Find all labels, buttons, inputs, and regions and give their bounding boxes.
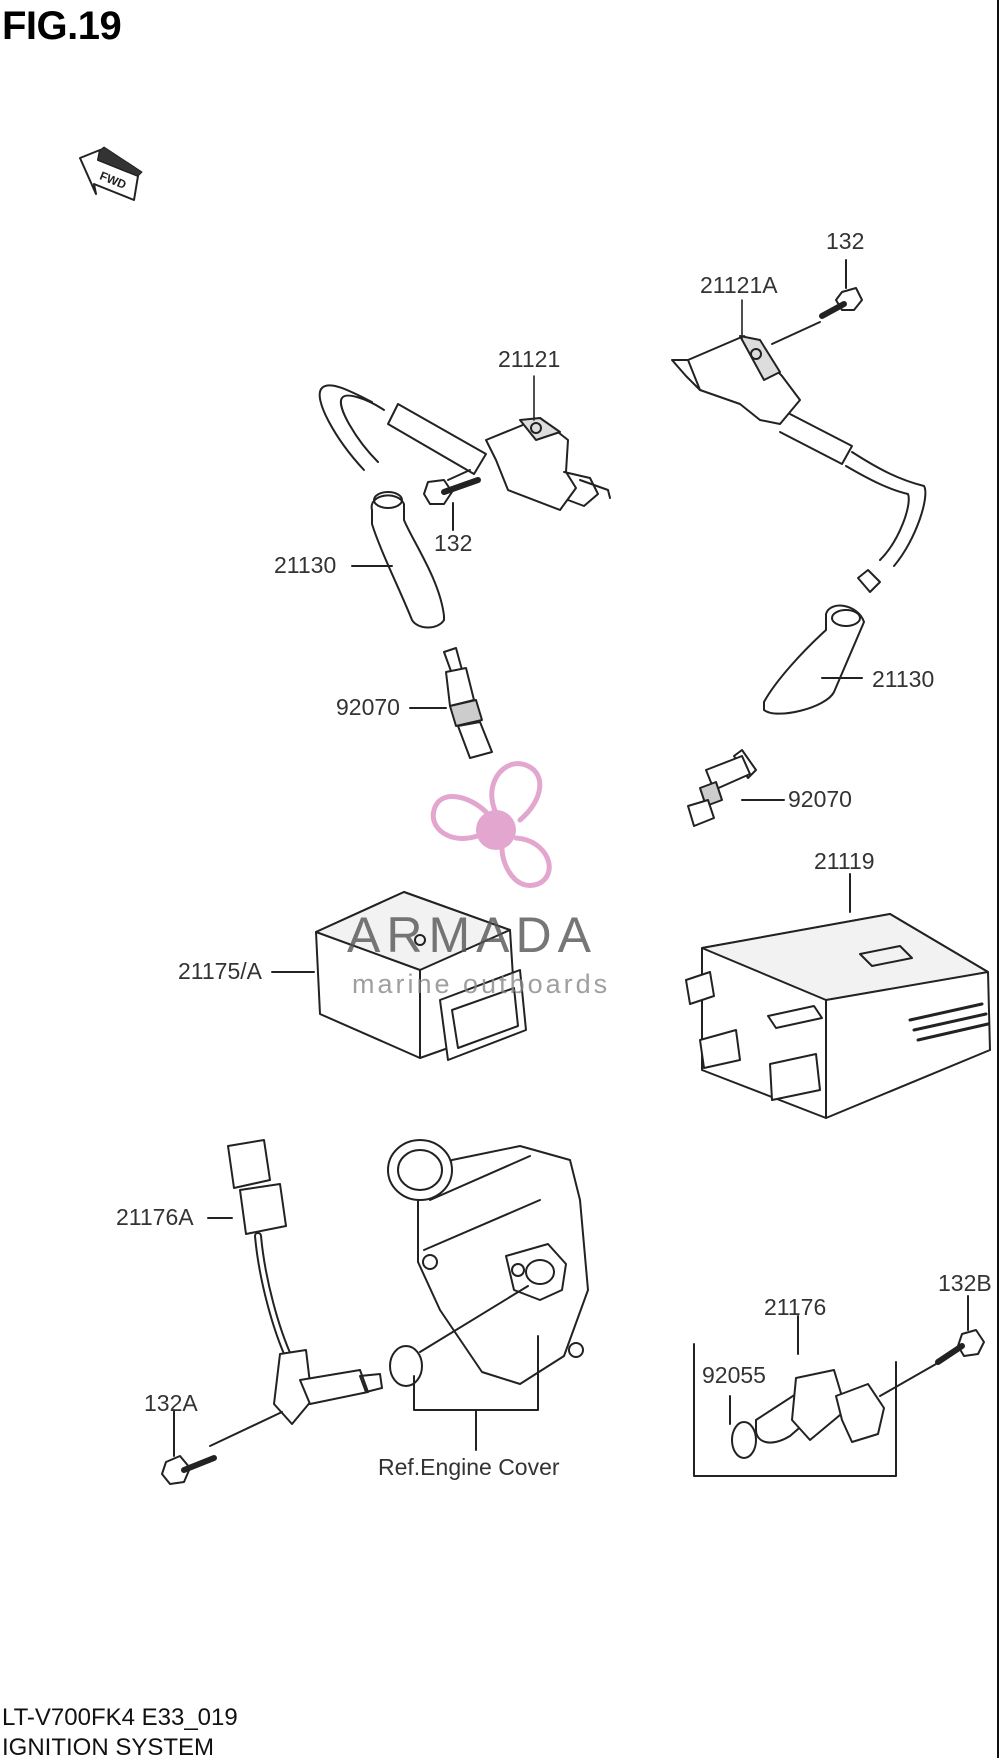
bolt-132A	[161, 1409, 283, 1485]
ignition-coil-right	[671, 321, 927, 593]
spark-plug-left	[409, 647, 493, 759]
callout-21119: 21119	[814, 848, 875, 874]
model-code: LT-V700FK4 E33_019	[2, 1704, 238, 1731]
callout-132B: 132B	[938, 1270, 992, 1296]
speed-sensor-21176A	[207, 1139, 383, 1425]
module-21175A	[271, 891, 527, 1061]
plug-boot-left	[351, 491, 445, 629]
callout-92055: 92055	[702, 1362, 766, 1388]
callout-21121: 21121	[498, 346, 561, 372]
callout-92070-right: 92070	[788, 786, 852, 812]
callout-132-top: 132	[826, 228, 865, 254]
leader-lines	[533, 299, 743, 421]
callout-21121A: 21121A	[700, 272, 778, 298]
figure-title: FIG.19	[2, 4, 122, 48]
propeller-icon	[430, 761, 552, 888]
callout-132A: 132A	[144, 1390, 198, 1416]
watermark-brand-name: ARMADA	[347, 907, 597, 963]
bolt-132-top	[819, 259, 863, 319]
sensor-21176-group	[693, 1315, 937, 1477]
bolt-132B	[935, 1295, 985, 1365]
callout-21176A: 21176A	[116, 1204, 194, 1230]
callout-21175A: 21175/A	[178, 958, 262, 984]
bolt-132-mid	[423, 477, 481, 531]
callout-ref-engine-cover: Ref.Engine Cover	[378, 1454, 560, 1480]
fwd-arrow-icon: FWD	[79, 146, 143, 201]
ignition-coil-left	[318, 384, 611, 511]
frame-border	[997, 0, 999, 1758]
callout-21130-left: 21130	[274, 552, 337, 578]
system-title: IGNITION SYSTEM	[2, 1734, 215, 1761]
callout-21130-right: 21130	[872, 666, 935, 692]
spark-plug-right	[687, 749, 785, 827]
plug-boot-right	[763, 604, 865, 715]
callout-92070-left: 92070	[336, 694, 400, 720]
watermark-tagline: marine outboards	[352, 969, 611, 999]
callout-132-mid: 132	[434, 530, 473, 556]
engine-cover-reference	[387, 1139, 589, 1451]
ecu-21119	[685, 873, 991, 1119]
callout-21176: 21176	[764, 1294, 827, 1320]
